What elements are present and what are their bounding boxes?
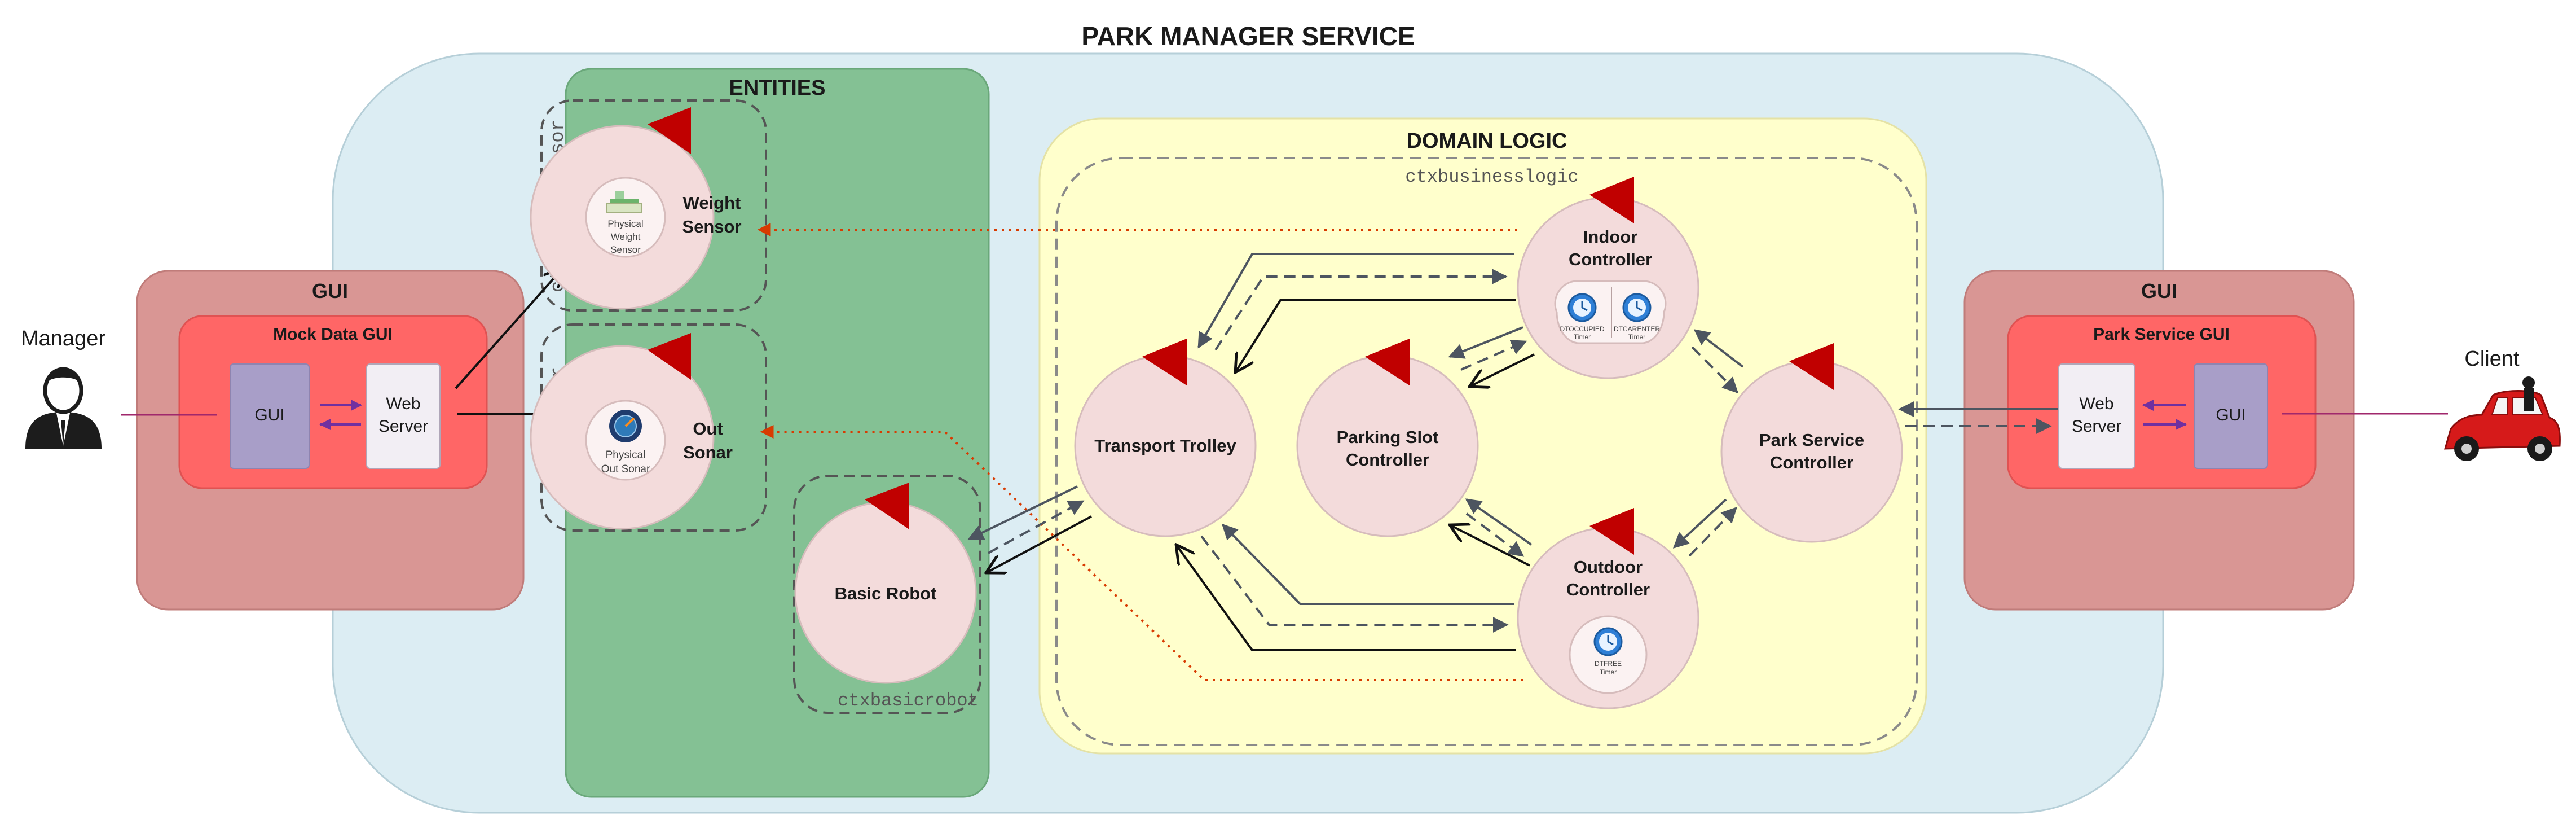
outdoor-flag-icon (1589, 508, 1634, 555)
park-service-controller-actor: Park Service Controller (1720, 343, 1903, 543)
weight-sensor-device-circle (585, 177, 666, 258)
parking-to-outdoor-dashed (1465, 512, 1525, 557)
park-service-gui-title: Park Service GUI (2093, 325, 2230, 344)
service-to-outdoor-arrow (1672, 498, 1727, 549)
park-service-label-line2: Controller (1770, 453, 1853, 472)
transport-trolley-label: Transport Trolley (1094, 436, 1236, 455)
trolley-to-indoor-dashed (1214, 269, 1508, 351)
scale-icon (606, 191, 642, 213)
outdoor-to-service-dashed (1688, 506, 1737, 557)
sonar-icon (609, 410, 642, 442)
indoor-to-parking-arrow (1448, 326, 1523, 359)
dtoccupied-timer-kind: Timer (1574, 333, 1591, 341)
indoor-to-parking-open-arrow (1469, 353, 1535, 387)
right-web-server-line1: Web (2079, 395, 2113, 413)
left-gui-title: GUI (312, 279, 348, 303)
weight-sensor-flag-icon (648, 107, 691, 154)
right-web-server-line2: Server (2072, 417, 2121, 436)
parking-slot-label-line2: Controller (1346, 450, 1429, 470)
parking-slot-controller-actor: Parking Slot Controller (1296, 339, 1479, 537)
park-service-flag-icon (1789, 343, 1834, 390)
out-sonar-label-line2: Sonar (683, 442, 733, 462)
weight-sensor-device-line3: Sensor (610, 244, 641, 255)
ctxbasicrobot-label: ctxbasicrobot (838, 690, 979, 711)
dtcarenter-timer-kind: Timer (1628, 333, 1645, 341)
indoor-to-service-dashed (1691, 346, 1738, 393)
out-sonar-device-line1: Physical (606, 449, 646, 461)
parking-slot-label-line1: Parking Slot (1337, 427, 1439, 447)
manager-icon (25, 367, 102, 449)
dtoccupied-timer-icon (1567, 293, 1597, 322)
domain-logic-panel (1038, 117, 1927, 755)
domain-logic-title: DOMAIN LOGIC (1407, 129, 1567, 153)
dtfree-timer-icon (1593, 627, 1623, 656)
out-sonar-actor: Physical Out Sonar Out Sonar (530, 333, 733, 530)
basic-robot-label: Basic Robot (835, 584, 937, 603)
indoor-flag-icon (1589, 177, 1634, 223)
basic-robot-actor: Basic Robot (794, 483, 977, 684)
outdoor-controller-actor: Outdoor Controller DTFREE Timer (1517, 508, 1699, 709)
weight-sensor-device-line2: Weight (611, 231, 641, 242)
trolley-to-outdoor-dashed (1200, 535, 1509, 633)
right-web-server (2058, 363, 2135, 469)
park-service-label-line1: Park Service (1759, 430, 1864, 450)
transport-trolley-actor: Transport Trolley (1074, 339, 1257, 537)
out-sonar-flag-icon (648, 333, 691, 380)
indoor-label-line1: Indoor (1583, 227, 1637, 247)
left-web-server (366, 363, 441, 469)
dtcarenter-timer-icon (1622, 293, 1652, 322)
indoor-to-trolley-arrow (1197, 253, 1514, 349)
server-to-weight-sensor-arrow (455, 268, 563, 389)
dtfree-timer-kind: Timer (1600, 668, 1617, 676)
diagram-title: PARK MANAGER SERVICE (1081, 21, 1415, 51)
park-service-circle (1720, 360, 1903, 543)
ctxbasicrobot-boundary (793, 475, 981, 714)
out-sonar-device-line2: Out Sonar (601, 463, 650, 475)
right-gui-label: GUI (2216, 406, 2245, 424)
client-car-icon (2443, 376, 2561, 461)
out-sonar-label-line1: Out (693, 419, 723, 439)
left-web-server-line1: Web (386, 395, 420, 413)
outdoor-to-trolley-open-arrow (1176, 545, 1516, 651)
outdoor-to-parking-arrow (1465, 498, 1533, 546)
trolley-to-robot-arrow (986, 515, 1092, 573)
indoor-label-line2: Controller (1569, 249, 1652, 269)
entities-title: ENTITIES (729, 76, 825, 100)
parking-slot-flag-icon (1365, 339, 1410, 385)
outdoor-to-parking-open-arrow (1450, 525, 1530, 567)
left-web-server-line2: Server (378, 417, 428, 436)
right-gui-box (2194, 363, 2268, 469)
dtfree-timer-name: DTFREE (1595, 660, 1622, 668)
service-to-indoor-arrow (1693, 329, 1744, 368)
weight-sensor-device-line1: Physical (607, 218, 643, 229)
indoor-controller-actor: Indoor Controller DTOCCUPIED Timer DTCAR… (1517, 177, 1699, 379)
weight-sensor-label-line1: Weight (683, 193, 741, 213)
client-label: Client (2464, 347, 2520, 371)
outdoor-label-line1: Outdoor (1574, 557, 1643, 577)
parking-to-indoor-dashed (1460, 340, 1527, 371)
basic-robot-flag-icon (865, 483, 909, 529)
transport-trolley-flag-icon (1142, 339, 1187, 385)
outdoor-label-line2: Controller (1566, 580, 1650, 599)
right-gui-title: GUI (2141, 279, 2177, 303)
dtcarenter-timer-name: DTCARENTER (1614, 325, 1660, 333)
left-gui-label: GUI (254, 406, 284, 424)
left-gui-box (230, 363, 310, 469)
ctxbusinesslogic-label: ctxbusinesslogic (1405, 166, 1578, 187)
dtoccupied-timer-name: DTOCCUPIED (1560, 325, 1604, 333)
mock-data-gui-title: Mock Data GUI (273, 325, 393, 344)
weight-sensor-actor: Physical Weight Sensor Weight Sensor (530, 107, 742, 310)
indoor-to-trolley-open-arrow (1235, 299, 1516, 372)
outdoor-to-trolley-arrow (1222, 523, 1514, 605)
manager-label: Manager (21, 327, 105, 350)
ctxbusinesslogic-boundary (1055, 157, 1918, 746)
weight-sensor-label-line2: Sensor (682, 217, 741, 236)
trolley-to-robot-return-arrow (967, 485, 1078, 540)
